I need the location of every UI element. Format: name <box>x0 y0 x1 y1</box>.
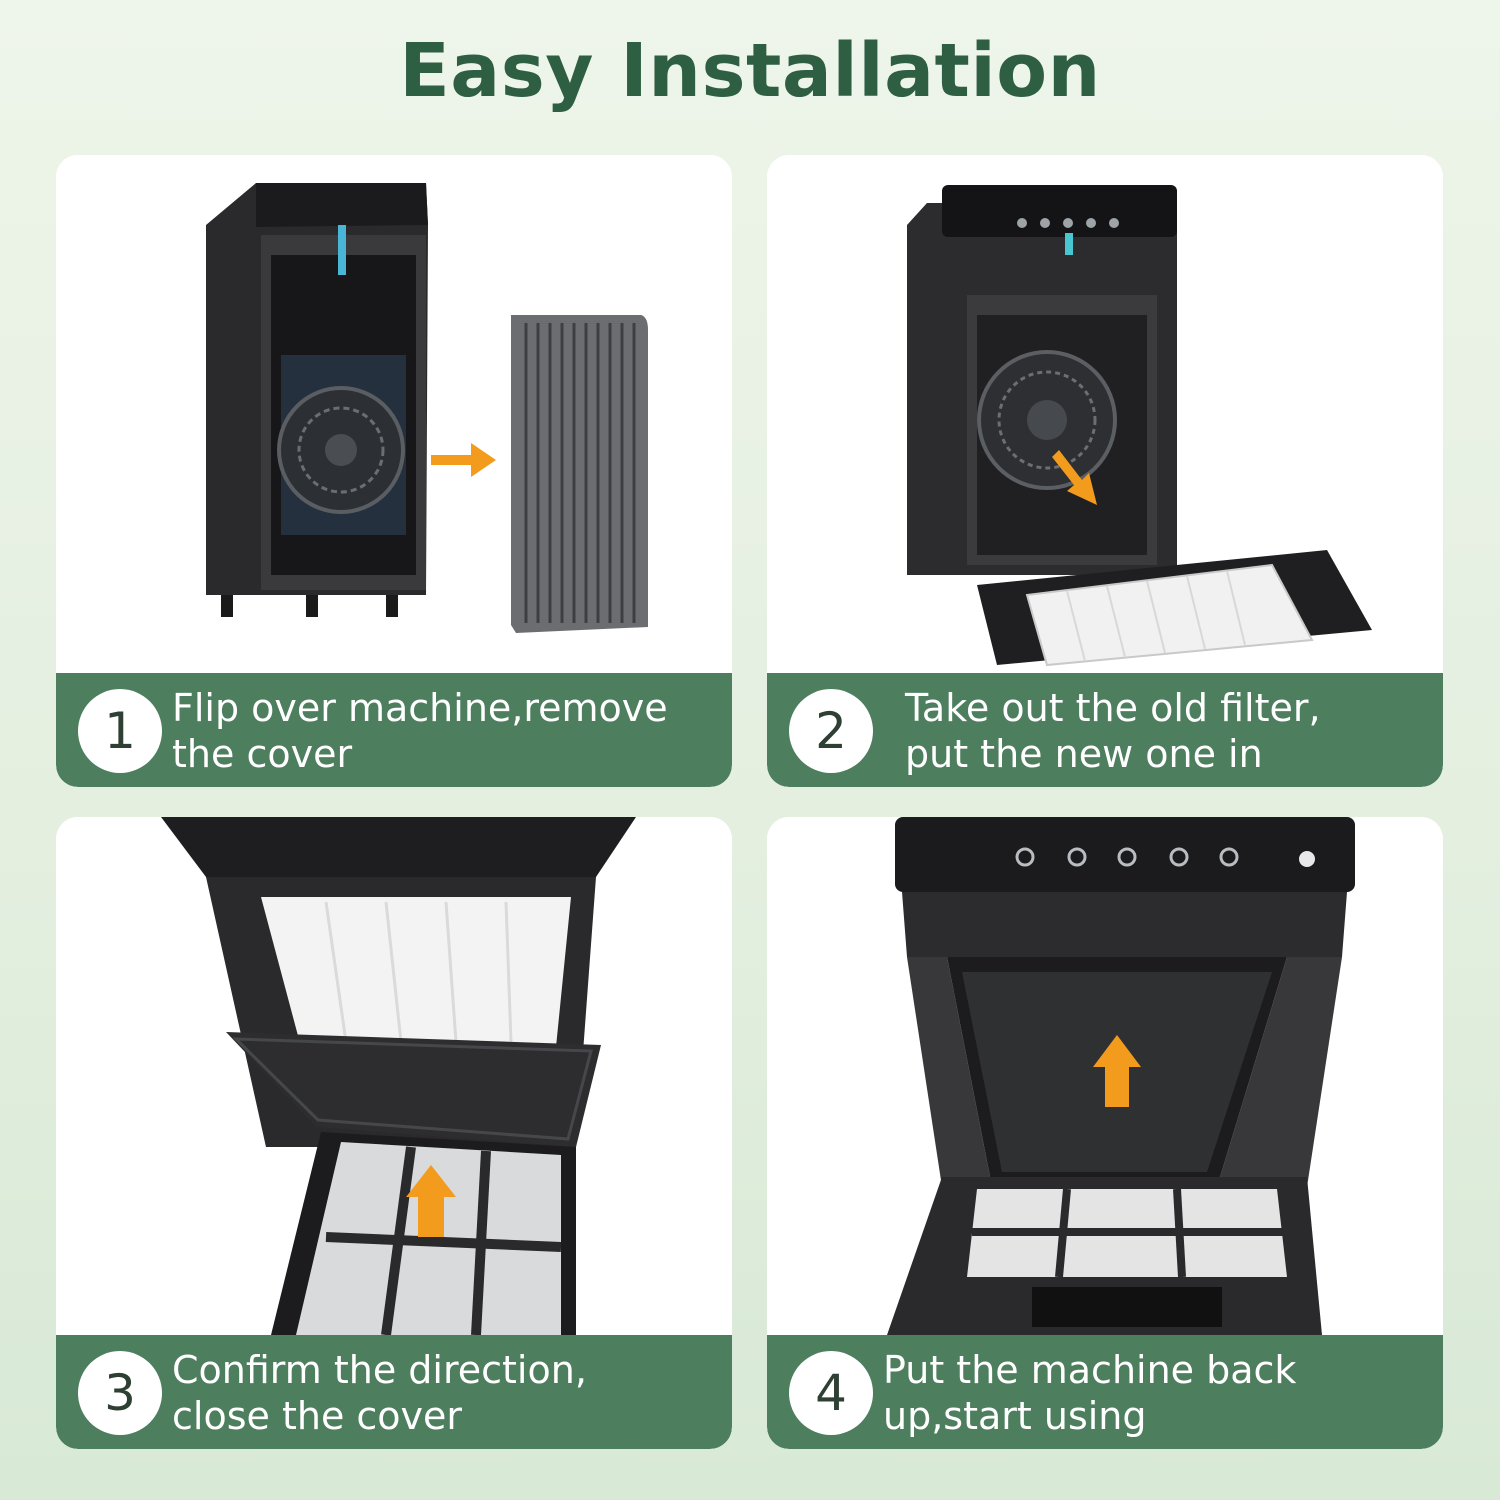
step-instruction: Put the machine back up,start using <box>883 1347 1296 1439</box>
step-instruction-line: Put the machine back <box>883 1348 1297 1392</box>
step-instruction: Confirm the direction, close the cover <box>172 1347 587 1439</box>
step-instruction-line: the cover <box>172 732 353 776</box>
filter-swap-icon <box>767 155 1443 673</box>
step-instruction-line: Flip over machine,remove <box>172 686 668 730</box>
step-card-2: 2 Take out the old filter, put the new o… <box>767 155 1443 787</box>
step-card-1: 1 Flip over machine,remove the cover <box>56 155 732 787</box>
step-instruction-line: put the new one in <box>905 732 1263 776</box>
step-instruction-line: Confirm the direction, <box>172 1348 587 1392</box>
purifier-open-cover-icon <box>56 155 732 673</box>
step-instruction: Take out the old filter, put the new one… <box>905 685 1321 777</box>
step-card-4: 4 Put the machine back up,start using <box>767 817 1443 1449</box>
close-cover-icon <box>56 817 732 1335</box>
step-caption: 2 Take out the old filter, put the new o… <box>767 673 1443 787</box>
step-instruction-line: up,start using <box>883 1394 1147 1438</box>
step-card-3: 3 Confirm the direction, close the cover <box>56 817 732 1449</box>
step-number-badge: 2 <box>789 689 873 773</box>
step-instruction-line: close the cover <box>172 1394 463 1438</box>
step-number-badge: 3 <box>78 1351 162 1435</box>
step-instruction-line: Take out the old filter, <box>905 686 1321 730</box>
step-number-badge: 1 <box>78 689 162 773</box>
step-instruction: Flip over machine,remove the cover <box>172 685 668 777</box>
step-caption: 4 Put the machine back up,start using <box>767 1335 1443 1449</box>
machine-upright-icon <box>767 817 1443 1335</box>
step-caption: 1 Flip over machine,remove the cover <box>56 673 732 787</box>
page-title: Easy Installation <box>399 28 1101 114</box>
step-caption: 3 Confirm the direction, close the cover <box>56 1335 732 1449</box>
step-number-badge: 4 <box>789 1351 873 1435</box>
